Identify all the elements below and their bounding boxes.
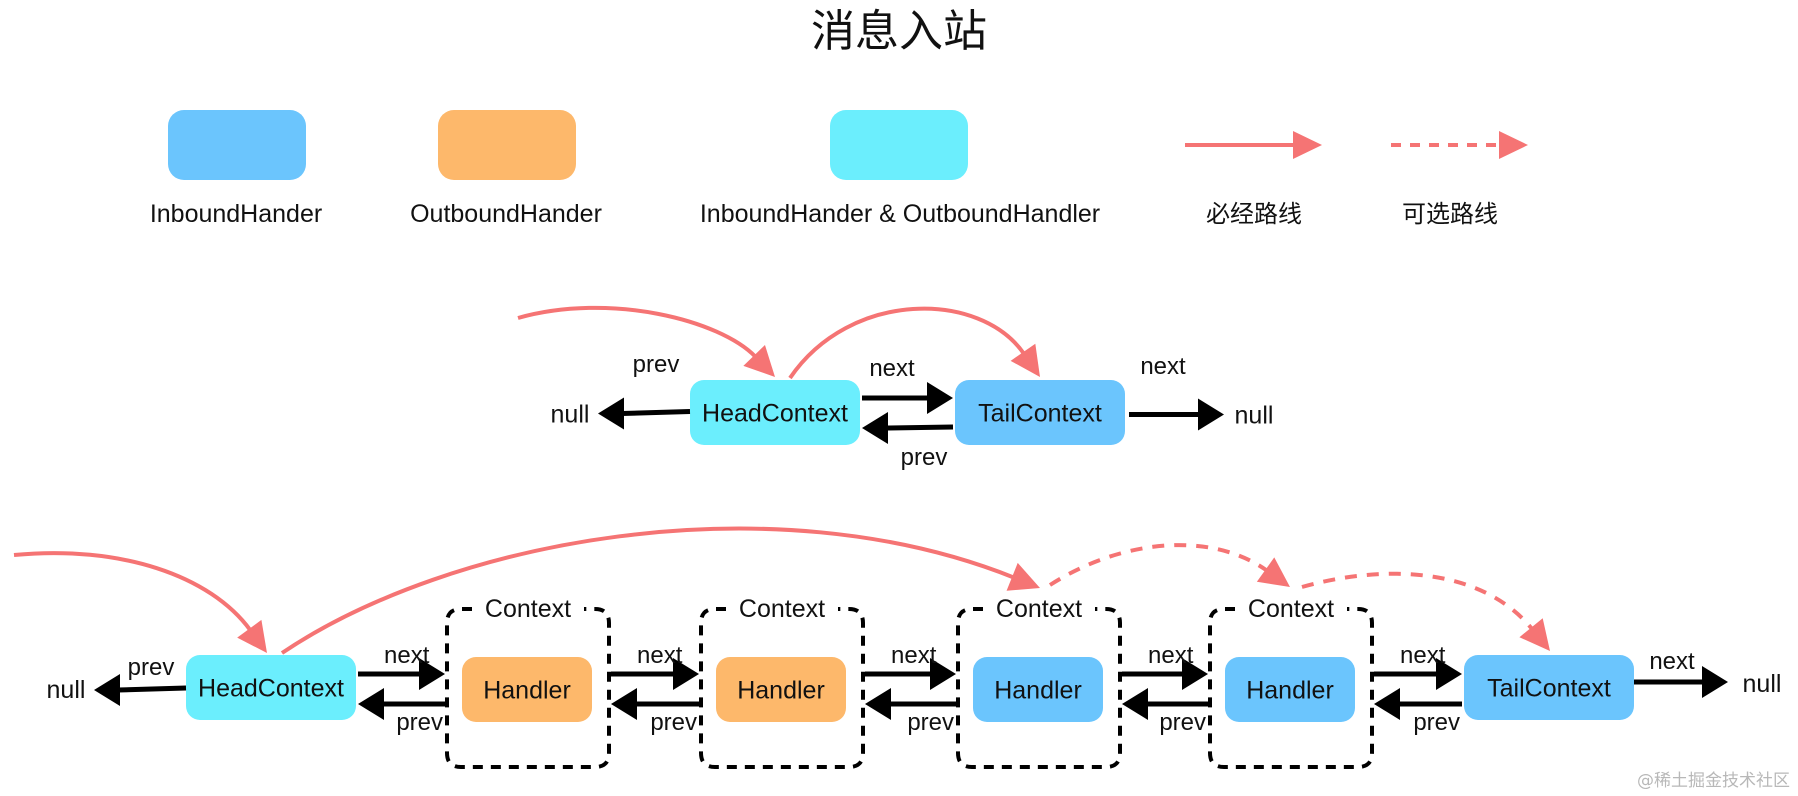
bottom-route-handler3-to-handler4-arrowhead xyxy=(1256,557,1290,587)
top-next-arrow-arrowhead xyxy=(927,382,953,414)
bottom-next-arrow-0-arrowhead xyxy=(419,658,445,690)
bottom-head-prev-arrow-shaft xyxy=(117,685,187,693)
bottom-route-handler4-to-tail-arrowhead xyxy=(1519,618,1550,651)
bottom-chain: HeadContextContextHandlerContextHandlerC… xyxy=(13,526,1782,769)
legend-optional-route-label: 可选路线 xyxy=(1402,200,1498,228)
bottom-route-head-to-handler3-path xyxy=(280,526,1015,655)
top-next-label: next xyxy=(869,355,915,382)
context-node-box xyxy=(186,655,356,720)
legend-inbound-swatch xyxy=(168,110,306,180)
diagram-title: 消息入站 xyxy=(811,6,987,57)
bottom-route-in-path xyxy=(13,551,253,632)
bottom-prev-arrow-4-arrowhead xyxy=(1374,688,1400,720)
context-label: Context xyxy=(739,595,825,623)
top-node-box xyxy=(690,380,860,445)
bottom-prev-label-3: prev xyxy=(1159,709,1206,736)
context-wrapper-border xyxy=(445,607,611,769)
handler-box xyxy=(1225,657,1355,722)
handler-label: Handler xyxy=(994,677,1082,705)
legend-required-route-label: 必经路线 xyxy=(1206,200,1302,228)
legend-outbound-label: OutboundHander xyxy=(410,200,602,228)
bottom-prev-label-0: prev xyxy=(396,709,443,736)
handler-box xyxy=(973,657,1103,722)
watermark: @稀土掘金技术社区 xyxy=(1637,771,1790,791)
top-route-in-arrowhead xyxy=(743,344,775,377)
top-head-prev-arrow-shaft xyxy=(621,409,691,416)
handler-label: Handler xyxy=(737,677,825,705)
bottom-tail-next-arrow-arrowhead xyxy=(1702,666,1728,698)
top-tail-next-arrow-arrowhead xyxy=(1198,398,1224,431)
bottom-prev-arrow-1-arrowhead xyxy=(611,688,637,720)
top-node-label: HeadContext xyxy=(702,400,848,428)
bottom-right-null: null xyxy=(1743,670,1782,698)
bottom-route-handler3-to-handler4-path xyxy=(1048,543,1269,587)
legend-dashed-route-arrowhead xyxy=(1499,131,1528,159)
handler-box xyxy=(716,657,846,722)
legend-outbound-swatch xyxy=(438,110,576,180)
context-node-label: TailContext xyxy=(1487,675,1611,703)
bottom-prev-arrow-0-arrowhead xyxy=(358,688,384,720)
bottom-head-prev-arrow-arrowhead xyxy=(94,674,120,706)
bottom-prev-arrow-3-arrowhead xyxy=(1122,688,1148,720)
context-node-label: HeadContext xyxy=(198,675,344,703)
bottom-next-label-2: next xyxy=(891,642,937,669)
context-label: Context xyxy=(996,595,1082,623)
top-node-label: TailContext xyxy=(978,400,1102,428)
top-prev-arrow-arrowhead xyxy=(862,412,888,444)
legend-inbound-label: InboundHander xyxy=(150,200,322,228)
top-head-prev-label: prev xyxy=(633,351,680,378)
bottom-route-head-to-handler3-arrowhead xyxy=(1006,562,1040,591)
bottom-route-handler4-to-tail-path xyxy=(1301,571,1534,631)
top-right-null: null xyxy=(1235,402,1274,430)
top-head-prev-arrow-arrowhead xyxy=(598,397,624,430)
bottom-left-null: null xyxy=(47,676,86,704)
legend: InboundHander OutboundHander InboundHand… xyxy=(150,110,1528,228)
top-prev-label: prev xyxy=(901,444,948,471)
bottom-next-arrow-3-arrowhead xyxy=(1182,658,1208,690)
bottom-next-label-0: next xyxy=(384,642,430,669)
bottom-prev-label-2: prev xyxy=(907,709,954,736)
top-route-head-tail-path xyxy=(788,306,1026,380)
top-route-head-tail-arrowhead xyxy=(1010,343,1040,377)
bottom-node-5: TailContext xyxy=(1464,655,1634,720)
context-wrapper-border xyxy=(956,607,1122,769)
bottom-route-in-arrowhead xyxy=(237,619,267,653)
top-chain: HeadContext TailContext null prev next prev ne… xyxy=(517,305,1274,471)
bottom-next-arrow-2-arrowhead xyxy=(930,658,956,690)
bottom-next-arrow-4-arrowhead xyxy=(1436,658,1462,690)
context-label: Context xyxy=(485,595,571,623)
top-node-headcontext: HeadContext xyxy=(690,380,860,445)
bottom-tail-next-label: next xyxy=(1649,648,1695,675)
handler-label: Handler xyxy=(1246,677,1334,705)
bottom-next-label-1: next xyxy=(637,642,683,669)
handler-box xyxy=(462,657,592,722)
top-tail-next-label: next xyxy=(1140,353,1186,380)
bottom-prev-label-1: prev xyxy=(650,709,697,736)
bottom-prev-label-4: prev xyxy=(1413,709,1460,736)
top-route-in-path xyxy=(517,305,757,359)
bottom-head-prev-label: prev xyxy=(128,654,175,681)
top-left-null: null xyxy=(551,401,590,429)
context-wrapper-border xyxy=(699,607,865,769)
legend-both-label: InboundHander & OutboundHandler xyxy=(700,200,1100,228)
bottom-next-label-3: next xyxy=(1148,642,1194,669)
context-node-box xyxy=(1464,655,1634,720)
bottom-next-arrow-1-arrowhead xyxy=(673,658,699,690)
handler-label: Handler xyxy=(483,677,571,705)
legend-both-swatch xyxy=(830,110,968,180)
top-prev-arrow-shaft xyxy=(885,424,954,431)
legend-solid-route-arrowhead xyxy=(1293,131,1322,159)
top-node-box xyxy=(955,380,1125,445)
top-node-tailcontext: TailContext xyxy=(955,380,1125,445)
bottom-node-0: HeadContext xyxy=(186,655,356,720)
context-label: Context xyxy=(1248,595,1334,623)
context-wrapper-border xyxy=(1208,607,1374,769)
bottom-next-label-4: next xyxy=(1400,642,1446,669)
bottom-prev-arrow-2-arrowhead xyxy=(865,688,891,720)
